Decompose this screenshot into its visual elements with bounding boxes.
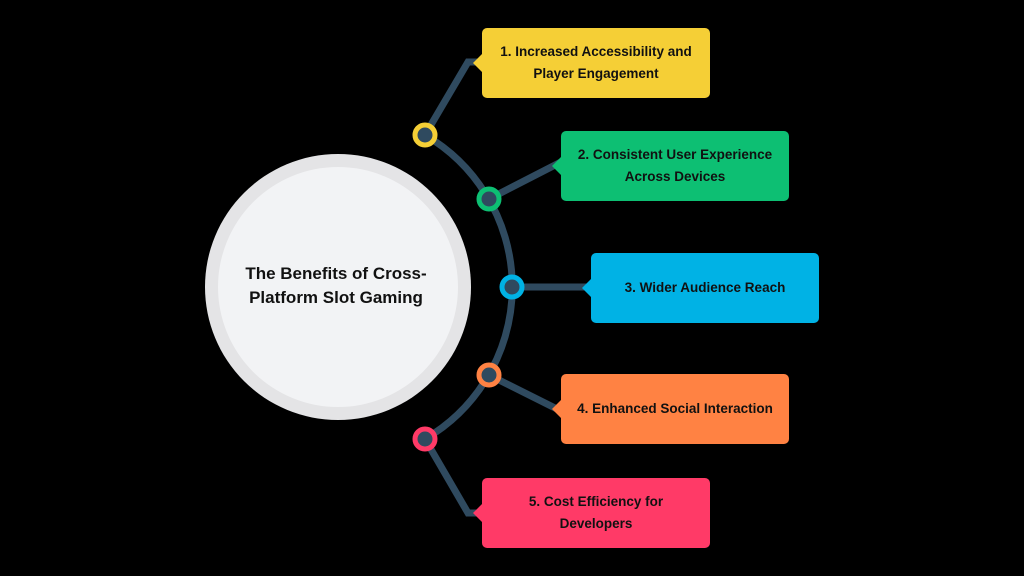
node-3 — [499, 274, 525, 300]
node-1 — [412, 122, 438, 148]
pointer-arrow — [473, 504, 482, 522]
node-2 — [476, 186, 502, 212]
connector-2 — [487, 158, 563, 203]
center-circle-inner — [218, 167, 458, 407]
node-5 — [412, 426, 438, 452]
benefit-label: 4. Enhanced Social Interaction — [577, 401, 773, 416]
benefit-label: 1. Increased Accessibility and Player En… — [500, 44, 692, 81]
benefit-box-5: 5. Cost Efficiency for Developers — [473, 478, 710, 548]
connector-5 — [421, 437, 482, 517]
benefit-label: 3. Wider Audience Reach — [624, 280, 786, 295]
center-title: The Benefits of Cross-Platform Slot Gami… — [245, 264, 427, 307]
benefit-label: 5. Cost Efficiency for Developers — [528, 494, 664, 531]
node-4 — [476, 362, 502, 388]
pointer-arrow — [473, 54, 482, 72]
pointer-arrow — [552, 157, 561, 175]
pointer-arrow — [582, 279, 591, 297]
benefit-box-1: 1. Increased Accessibility and Player En… — [473, 28, 710, 98]
benefit-box-4: 4. Enhanced Social Interaction — [552, 374, 789, 444]
connector-1 — [421, 58, 482, 137]
connector-4 — [487, 371, 563, 415]
benefit-box-2: 2. Consistent User Experience Across Dev… — [552, 131, 789, 201]
pointer-arrow — [552, 400, 561, 418]
benefit-label: 2. Consistent User Experience Across Dev… — [577, 147, 773, 184]
benefit-box-3: 3. Wider Audience Reach — [582, 253, 819, 323]
